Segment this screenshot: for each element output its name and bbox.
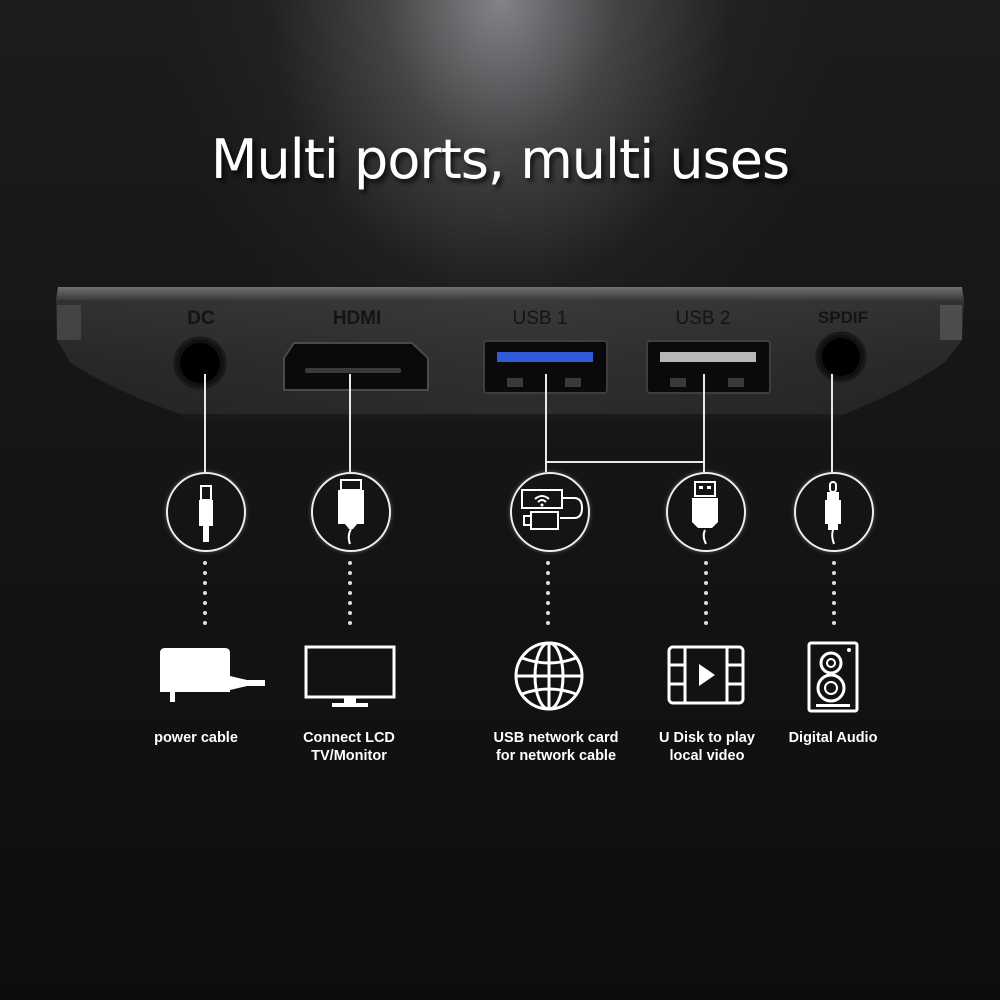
connector-line-usb2 [703,374,705,472]
usb-plug-icon [666,472,746,552]
caption-usb-network-card: USB network card for network cable [493,730,619,764]
speaker-icon [806,640,916,713]
port-label-usb2: USB 2 [675,308,731,329]
video-play-icon [667,644,777,714]
connector-line-dc [204,374,206,472]
port-label-usb1: USB 1 [512,308,568,329]
tv-box-device [56,287,964,420]
rca-plug-icon [794,472,874,552]
connector-line-hdmi [349,374,351,472]
dotted-line-usb2 [704,561,708,631]
dotted-line-usb1 [546,561,550,631]
caption-connect-lcd: Connect LCD TV/Monitor [303,730,395,764]
caption-power-cable: power cable [154,730,238,746]
dotted-line-hdmi [348,561,352,631]
power-adapter-icon [155,642,265,712]
port-label-dc: DC [187,308,215,329]
dotted-line-dc [203,561,207,631]
connector-line-spdif [831,374,833,472]
dotted-line-spdif [832,561,836,631]
connector-line-usb-bridge [545,461,705,463]
monitor-icon [302,642,412,712]
connector-line-usb1 [545,374,547,472]
usb-wifi-dongle-icon [510,472,590,552]
dc-jack-icon [166,472,246,552]
caption-u-disk: U Disk to play local video [659,730,755,764]
globe-icon [513,640,623,711]
caption-digital-audio: Digital Audio [788,730,878,746]
hdmi-plug-icon [311,472,391,552]
port-label-spdif: SPDIF [817,308,869,327]
page-title: Multi ports, multi uses [210,128,790,191]
port-label-hdmi: HDMI [332,308,382,329]
